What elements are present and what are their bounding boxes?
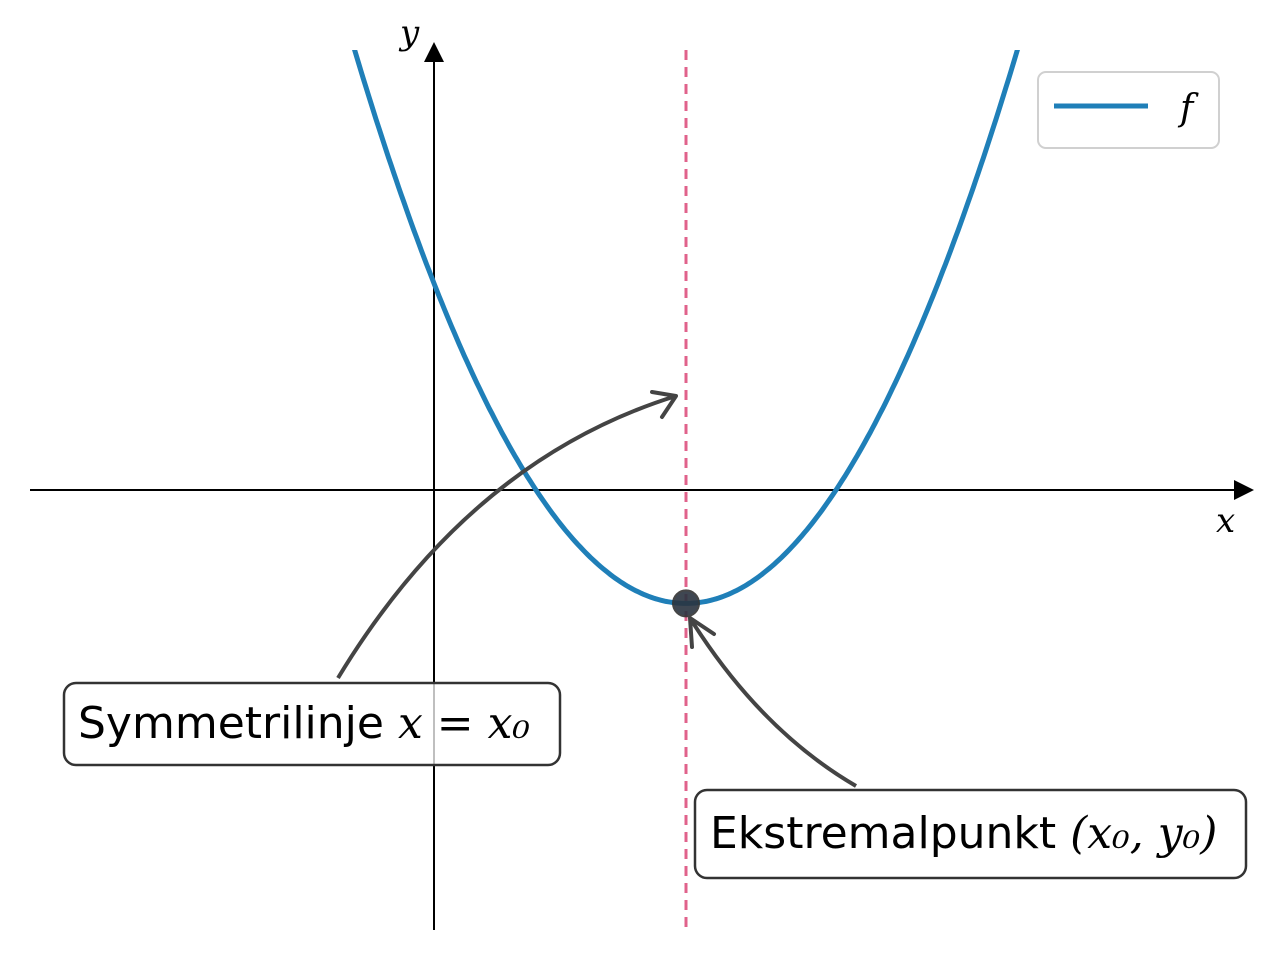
- x-axis-label: x: [1216, 501, 1235, 541]
- symmetry-annotation-label: Symmetrilinje x = x₀: [78, 698, 530, 749]
- extremum-annotation-arrow: [688, 616, 858, 788]
- symmetry-annotation-box: [62, 681, 562, 767]
- extremum-point: [672, 589, 700, 618]
- x-axis-arrow-icon: [1234, 480, 1254, 500]
- extremum-annotation-box: [693, 788, 1248, 880]
- extremum-annotation-arrowhead-icon: [688, 616, 716, 649]
- legend-box: [1037, 71, 1220, 149]
- y-axis-arrow-icon: [424, 42, 444, 62]
- symmetry-annotation-arrowhead-icon: [650, 390, 678, 419]
- y-axis-label: y: [398, 13, 420, 53]
- extremum-annotation-label: Ekstremalpunkt (x₀, y₀): [710, 808, 1217, 859]
- symmetry-annotation-arrow: [336, 394, 677, 680]
